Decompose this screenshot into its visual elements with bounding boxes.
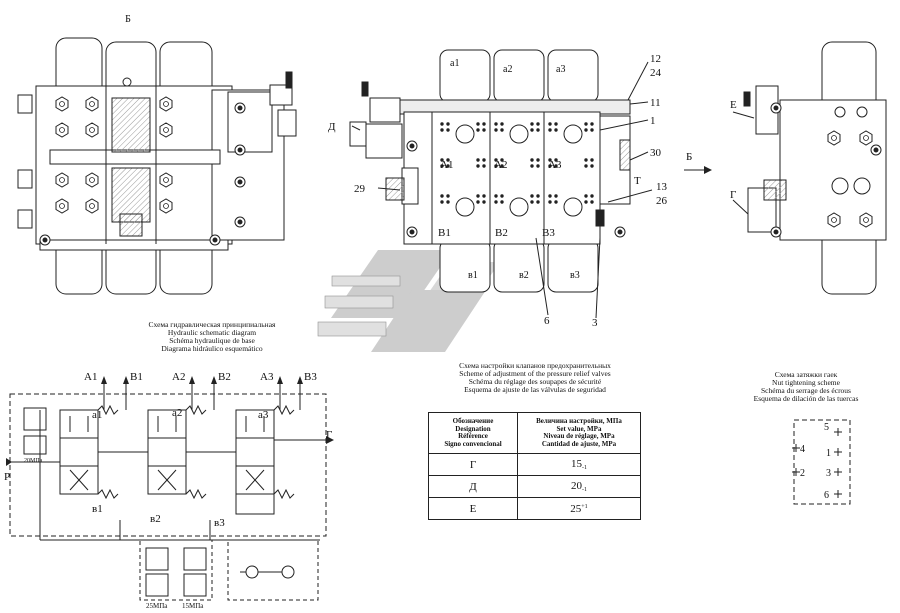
callout-1: 1 [650,115,656,127]
callout-12: 12 [650,53,661,65]
nut-caption: Схема затяжки гаек Nut tightening scheme… [716,371,896,403]
nut-1: 1 [826,448,831,459]
callout-11: 11 [650,97,661,109]
relief-caption: Схема настройки клапанов предохранительн… [422,362,648,394]
label-D: Д [328,121,336,133]
label-B2: В2 [495,227,508,239]
schematic-labels: А1 В1 А2 В2 А3 В3 а1 а2 а3 в1 в2 в3 Р Г … [4,371,332,610]
designation-cell: Е [428,497,518,520]
label-B3: В3 [542,227,555,239]
callout-29: 29 [354,183,366,195]
schematic-arrows [6,376,334,466]
header-set-value: Величина настройки, МПа Set value, MPa N… [517,412,641,454]
relief-settings-table: Обозначение Designation Référence Signo … [428,412,641,520]
table-row: Г 15-1 [428,453,641,476]
label-T: Т [634,175,641,187]
relief-caption-en: Scheme of adjustment of the pressure rel… [459,369,611,378]
right-view [732,41,887,295]
port-B1: В1 [130,371,143,383]
view-arrow: Б [684,151,712,174]
nut-caption-es: Esquema de dilación de las tuercas [753,394,859,403]
label-G: Г [730,189,736,201]
setting-15: 15МПа [182,602,204,610]
hydraulic-caption-en: Hydraulic schematic diagram [167,328,257,337]
setting-25: 25МПа [146,602,168,610]
value-cell: 25+1 [517,497,641,520]
hydraulic-caption-fr: Schéma hydraulique de base [169,336,255,345]
nut-4: 4 [800,444,805,455]
callout-6: 6 [544,315,550,327]
port-B3: В3 [304,371,317,383]
spool-b3: в3 [214,517,225,529]
nut-caption-ru: Схема затяжки гаек [774,370,838,379]
nut-scheme [792,419,851,505]
spool-b1: в1 [92,503,103,515]
callout-24: 24 [650,67,662,79]
setting-20: 20МПа [24,458,43,464]
hydraulic-caption: Схема гидравлическая принципиальная Hydr… [92,321,332,353]
relief-caption-fr: Schéma du réglage des soupapes de sécuri… [468,377,602,386]
value-cell: 20-1 [517,475,641,498]
port-A3: А3 [260,371,274,383]
spool-b2: в2 [150,513,161,525]
callout-3: 3 [592,317,598,329]
header-designation: Обозначение Designation Référence Signo … [428,412,518,454]
right-view-labels: Е Г [730,99,737,201]
hydraulic-schematic [9,384,327,601]
hydraulic-caption-es: Diagrama hidráulico esquemático [161,344,263,353]
label-B1: В1 [438,227,451,239]
nut-3: 3 [826,468,831,479]
spool-a2: а2 [172,407,182,419]
inlet-P: Р [4,471,10,483]
table-row: Д 20-1 [428,475,641,498]
relief-caption-es: Esquema de ajuste de las válvulas de seg… [464,385,606,394]
nut-caption-fr: Schéma du serrage des écrous [761,386,851,395]
designation-cell: Д [428,475,518,498]
nut-caption-en: Nut tightening scheme [772,378,840,387]
spool-a1: а1 [92,409,102,421]
designation-cell: Г [428,453,518,476]
relief-caption-ru: Схема настройки клапанов предохранительн… [459,361,611,370]
nut-6: 6 [824,490,829,501]
port-a2: а2 [503,64,512,75]
view-arrow-label: Б [686,151,692,163]
table-row: Е 25+1 [428,497,641,520]
port-b3: в3 [570,270,580,281]
outlet-G: Г [326,429,332,441]
label-E: Е [730,99,737,111]
nut-2: 2 [800,468,805,479]
port-A1: А1 [84,371,97,383]
port-A2: А2 [172,371,185,383]
hydraulic-caption-ru: Схема гидравлическая принципиальная [148,320,276,329]
nut-scheme-labels: 5 4 1 2 3 6 [800,422,831,501]
port-b1: в1 [468,270,478,281]
left-view-label: Б [125,14,131,25]
port-B2: В2 [218,371,231,383]
callout-13: 13 [656,181,668,193]
front-view [349,49,653,319]
spool-a3: а3 [258,409,269,421]
callout-30: 30 [650,147,662,159]
label-A1: А1 [440,159,453,171]
port-b2: в2 [519,270,529,281]
port-a1: а1 [450,58,459,69]
front-view-labels: А1 А2 А3 В1 В2 В3 а1 а2 а3 в1 в2 в3 Д Т … [328,53,668,329]
label-A3: А3 [548,159,562,171]
label-A2: А2 [494,159,507,171]
left-view: Б [17,14,297,295]
nut-5: 5 [824,422,829,433]
table-header-row: Обозначение Designation Référence Signo … [428,412,641,454]
callout-26: 26 [656,195,668,207]
value-cell: 15-1 [517,453,641,476]
port-a3: а3 [556,64,565,75]
